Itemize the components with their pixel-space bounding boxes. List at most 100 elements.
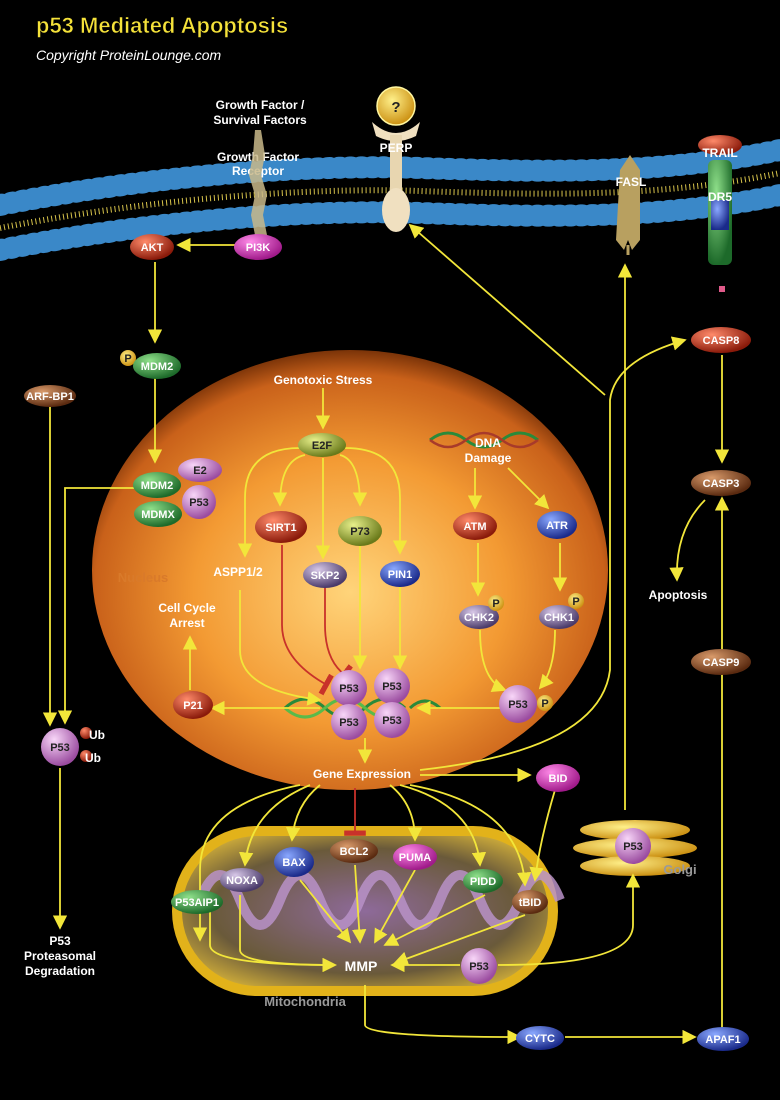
- p53-golgi-node: P53: [615, 828, 651, 864]
- svg-text:CASP9: CASP9: [703, 657, 740, 669]
- mdm2-complex: MDM2 E2 P53 MDMX: [133, 458, 222, 527]
- svg-text:CHK1: CHK1: [544, 612, 574, 624]
- dr5-receptor: [698, 135, 742, 292]
- trail-label: TRAIL: [702, 146, 737, 160]
- svg-text:P: P: [124, 353, 131, 365]
- svg-text:MDMX: MDMX: [141, 509, 175, 521]
- p53-phospho-node: P53 P: [499, 685, 553, 723]
- svg-text:SIRT1: SIRT1: [265, 522, 296, 534]
- growth-factor-label-1: Growth Factor /: [216, 98, 305, 112]
- svg-text:P53: P53: [382, 681, 402, 693]
- svg-text:P: P: [492, 598, 499, 610]
- inhibition-arrows: [281, 545, 366, 836]
- svg-text:P53: P53: [508, 699, 528, 711]
- degradation-label-1: P53: [49, 934, 71, 948]
- p73-node: P73: [338, 516, 382, 546]
- svg-text:E2: E2: [193, 465, 206, 477]
- pidd-node: PIDD: [463, 869, 503, 893]
- mmp-label: MMP: [345, 958, 378, 974]
- svg-text:Ub: Ub: [85, 751, 101, 765]
- apaf1-node: APAF1: [697, 1027, 749, 1051]
- pi3k-node: PI3K: [234, 234, 282, 260]
- perp-question: ?: [391, 99, 400, 116]
- svg-text:MDM2: MDM2: [141, 361, 173, 373]
- svg-text:P53: P53: [50, 742, 70, 754]
- dna-damage-label-2: Damage: [465, 451, 512, 465]
- atr-node: ATR: [537, 511, 577, 539]
- svg-text:MMP: MMP: [345, 958, 378, 974]
- svg-text:BID: BID: [549, 773, 568, 785]
- arrows: [42, 223, 730, 1045]
- aspp-node: ASPP1/2: [213, 565, 263, 579]
- fasl-label: FASL: [616, 175, 647, 189]
- svg-text:SKP2: SKP2: [311, 570, 340, 582]
- p53-mito-node: P53: [461, 948, 497, 984]
- svg-text:AKT: AKT: [141, 242, 164, 254]
- p21-node: P21: [173, 691, 213, 719]
- svg-text:PUMA: PUMA: [399, 852, 431, 864]
- p53-ub-node: P53 Ub Ub: [41, 727, 105, 766]
- svg-text:P: P: [541, 698, 548, 710]
- svg-text:ARF-BP1: ARF-BP1: [26, 391, 74, 403]
- atm-node: ATM: [453, 512, 497, 540]
- noxa-node: NOXA: [220, 868, 264, 892]
- pin1-node: PIN1: [380, 561, 420, 587]
- svg-text:P53AIP1: P53AIP1: [175, 897, 219, 909]
- svg-text:P53: P53: [469, 961, 489, 973]
- svg-text:Ub: Ub: [89, 728, 105, 742]
- svg-text:CASP8: CASP8: [703, 335, 740, 347]
- p53aip1-node: P53AIP1: [171, 890, 223, 914]
- puma-node: PUMA: [393, 844, 437, 870]
- cell-cycle-label-1: Cell Cycle: [158, 601, 216, 615]
- p53-tetramer: P53 P53 P53 P53: [331, 668, 410, 740]
- bid-node: BID: [536, 764, 580, 792]
- growth-factor-label-2: Survival Factors: [213, 113, 307, 127]
- casp3-node: CASP3: [691, 470, 751, 496]
- cell-membrane: [0, 139, 780, 261]
- svg-text:P53: P53: [382, 715, 402, 727]
- e2f-node: E2F: [298, 433, 346, 457]
- svg-text:PIDD: PIDD: [470, 876, 496, 888]
- arf-bp1-node: ARF-BP1: [24, 385, 76, 407]
- mitochondria-label: Mitochondria: [264, 994, 346, 1009]
- svg-text:APAF1: APAF1: [705, 1034, 740, 1046]
- sirt1-node: SIRT1: [255, 511, 307, 543]
- svg-text:P53: P53: [189, 497, 209, 509]
- fasl-receptor: [616, 155, 640, 255]
- svg-text:P53: P53: [339, 717, 359, 729]
- mitochondrion: [172, 826, 565, 996]
- tbid-node: tBID: [512, 890, 548, 914]
- bcl2-node: BCL2: [330, 839, 378, 863]
- svg-text:CYTC: CYTC: [525, 1033, 555, 1045]
- page-title: p53 Mediated Apoptosis: [36, 13, 288, 38]
- casp8-node: CASP8: [691, 327, 751, 353]
- svg-text:NOXA: NOXA: [226, 875, 258, 887]
- svg-text:ATR: ATR: [546, 520, 568, 532]
- nucleus: [92, 350, 608, 790]
- degradation-label-3: Degradation: [25, 964, 95, 978]
- chk2-node: CHK2 P: [459, 595, 504, 629]
- svg-text:PI3K: PI3K: [246, 242, 271, 254]
- skp2-node: SKP2: [303, 562, 347, 588]
- gene-expression-label: Gene Expression: [313, 767, 411, 781]
- svg-text:ATM: ATM: [463, 521, 486, 533]
- svg-text:P53: P53: [339, 683, 359, 695]
- bax-node: BAX: [274, 847, 314, 877]
- svg-text:E2F: E2F: [312, 440, 332, 452]
- cell-cycle-label-2: Arrest: [169, 616, 204, 630]
- akt-node: AKT: [130, 234, 174, 260]
- svg-text:P53: P53: [623, 841, 643, 853]
- perp-label: PERP: [380, 141, 413, 155]
- casp9-node: CASP9: [691, 649, 751, 675]
- svg-text:BAX: BAX: [282, 857, 306, 869]
- cytc-node: CYTC: [516, 1026, 564, 1050]
- svg-text:BCL2: BCL2: [340, 846, 369, 858]
- svg-text:CHK2: CHK2: [464, 612, 494, 624]
- degradation-label-2: Proteasomal: [24, 949, 96, 963]
- svg-text:P73: P73: [350, 526, 370, 538]
- svg-text:P21: P21: [183, 700, 203, 712]
- dr5-label: DR5: [708, 190, 732, 204]
- apoptosis-label: Apoptosis: [649, 588, 708, 602]
- genotoxic-stress-label: Genotoxic Stress: [274, 373, 373, 387]
- dna-damage-label-1: DNA: [475, 436, 501, 450]
